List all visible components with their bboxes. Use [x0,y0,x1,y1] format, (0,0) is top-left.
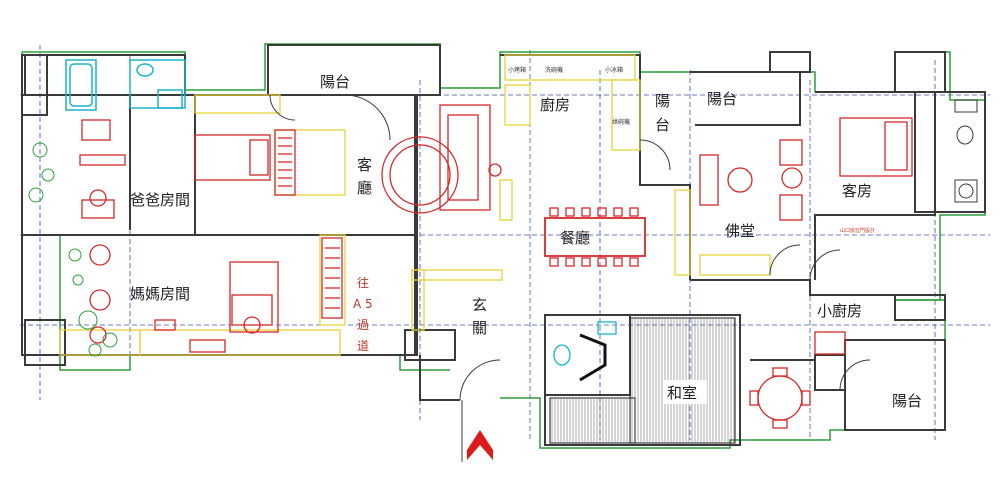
mothers-room-label: 媽媽房間 [130,285,190,303]
japanese-room-label-bg [663,380,707,404]
japanese-room-label: 和室 [667,384,697,402]
bathroom-fixtures-center [553,321,617,366]
doors [269,94,871,401]
dryer-label: 烘碗機 [612,118,630,126]
bathroom-wall-black [579,333,607,382]
guest-room-note: 山口房拉門設計 [840,227,875,234]
entrance-label-1: 玄 [472,296,487,314]
small-oven-label: 小烤箱 [508,66,526,74]
hatch-lines [551,319,735,442]
corridor-note-line-2: A 5 [353,297,373,311]
entry-arrow [467,430,493,460]
small-kitchen-label: 小廚房 [817,302,862,320]
fathers-room-label: 爸爸房間 [130,191,190,209]
buddha-hall-label: 佛堂 [725,222,755,240]
living-room-label-2: 廳 [357,179,372,197]
balcony-narrow-label-2: 台 [655,116,670,134]
japanese-room-hatch [549,317,736,444]
kitchen-label: 廚房 [540,96,570,114]
living-room-label-1: 客 [357,156,372,174]
guest-room-label: 客房 [842,182,872,200]
entrance-label-2: 關 [472,319,487,337]
corridor-note-line-4: 道 [357,339,369,353]
balcony-top-right-label: 陽台 [707,90,737,108]
balcony-top-left-label: 陽台 [320,73,350,91]
dining-room-label: 餐廳 [560,229,590,247]
small-fridge-label: 小冰箱 [605,66,623,74]
dining-chairs [549,207,639,267]
bathroom-fixtures-top-right [954,99,978,203]
plants [28,142,118,357]
balcony-narrow-label-1: 陽 [655,92,670,110]
cabinets-yellow [59,54,771,356]
dishwasher-label: 洗碗機 [545,66,563,74]
bathroom-fixtures-top-left [65,59,186,111]
corridor-note-line-1: 往 [357,275,369,290]
furniture-red [79,104,913,429]
balcony-bottom-right-label: 陽台 [892,392,922,410]
corridor-note-line-3: 過 [357,318,369,332]
